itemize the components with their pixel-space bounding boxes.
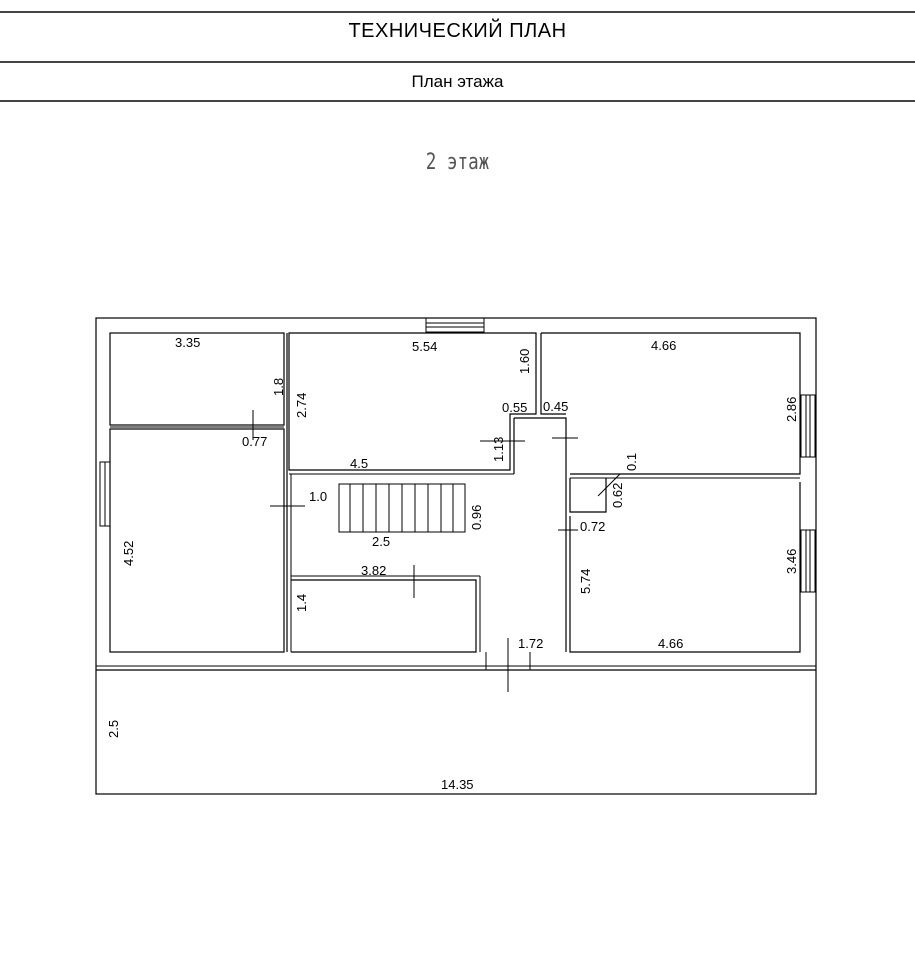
dim-2-5-stairs: 2.5 (372, 534, 390, 549)
room-bottom-right (569, 482, 801, 653)
dim-2-74: 2.74 (294, 393, 309, 418)
left-window (99, 461, 111, 527)
dim-2-86: 2.86 (784, 397, 799, 422)
dim-0-45: 0.45 (543, 399, 568, 414)
stairs (338, 483, 466, 533)
balcony-door (485, 638, 531, 692)
dim-0-96: 0.96 (469, 505, 484, 530)
dim-14-35: 14.35 (441, 777, 474, 792)
floor-title: 2 этаж (425, 150, 490, 175)
header-top-rule (0, 11, 915, 13)
dim-1-72: 1.72 (518, 636, 543, 651)
right-window-lower (800, 529, 816, 593)
room-top-right (540, 332, 801, 475)
document-subtitle: План этажа (411, 72, 504, 91)
outer-outline (95, 317, 817, 795)
dim-1-0: 1.0 (309, 489, 327, 504)
header-middle-rule (0, 61, 915, 63)
dim-3-82: 3.82 (361, 563, 386, 578)
room-left (109, 428, 285, 653)
dim-3-46: 3.46 (784, 549, 799, 574)
dim-0-77: 0.77 (242, 434, 267, 449)
document-title: ТЕХНИЧЕСКИЙ ПЛАН (348, 20, 567, 42)
dim-0-62: 0.62 (610, 483, 625, 508)
door-mark-small (597, 473, 621, 497)
dim-4-5: 4.5 (350, 456, 368, 471)
room-small (569, 478, 607, 513)
dim-0-1: 0.1 (624, 453, 639, 471)
corridor (513, 417, 567, 652)
right-window-upper (800, 394, 816, 458)
room-bottom-middle (291, 579, 477, 653)
top-window (425, 317, 485, 333)
room-top-middle (288, 332, 537, 471)
dim-4-66-bottom: 4.66 (658, 636, 683, 651)
dim-0-55: 0.55 (502, 400, 527, 415)
dim-3-35: 3.35 (175, 335, 200, 350)
room-top-left (109, 332, 285, 426)
dim-5-74: 5.74 (578, 569, 593, 594)
dim-0-72: 0.72 (580, 519, 605, 534)
dim-1-13: 1.13 (491, 437, 506, 462)
dim-2-5-balcony: 2.5 (106, 720, 121, 738)
dim-4-66-top: 4.66 (651, 338, 676, 353)
dim-4-52: 4.52 (121, 541, 136, 566)
dim-1-4: 1.4 (294, 594, 309, 612)
dim-1-60: 1.60 (517, 349, 532, 374)
dim-1-8: 1.8 (271, 378, 286, 396)
header-bottom-rule (0, 100, 915, 102)
dim-5-54: 5.54 (412, 339, 437, 354)
